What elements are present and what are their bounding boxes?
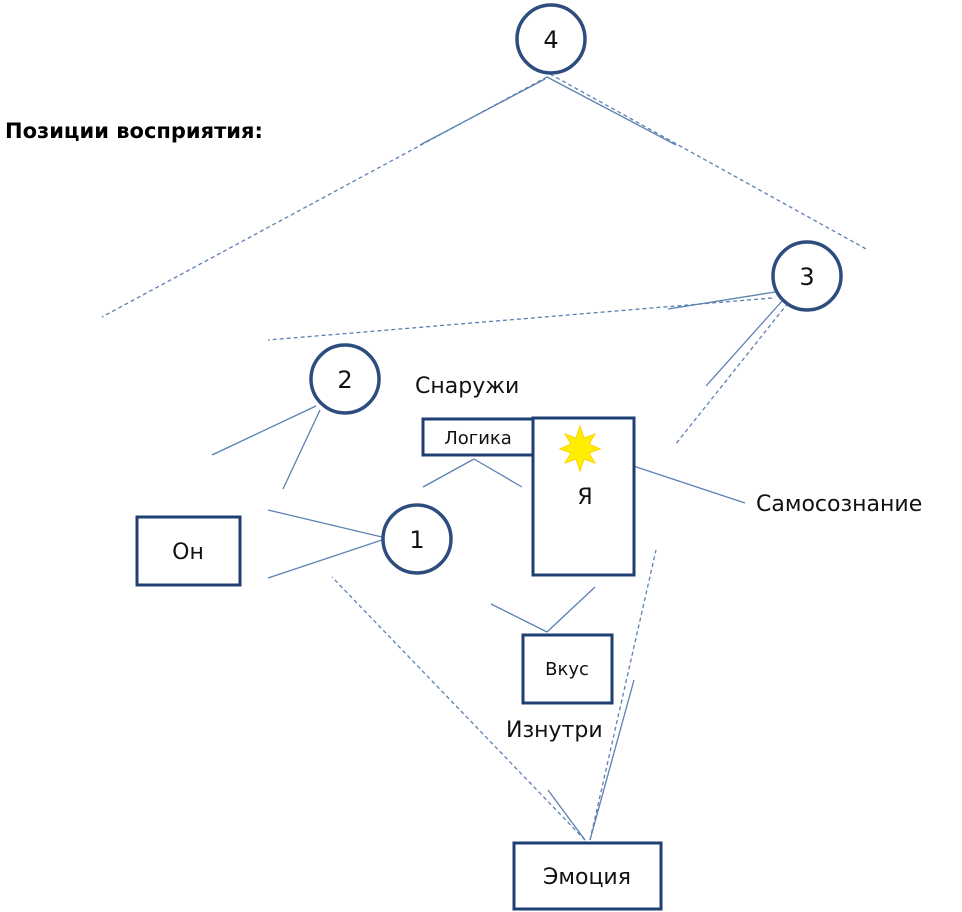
label-outside: Снаружи	[415, 374, 519, 399]
position-2: 2	[309, 343, 381, 415]
position-1-label: 1	[409, 526, 424, 554]
line-2-down	[282, 409, 321, 490]
position-1: 1	[381, 503, 453, 575]
position-3: 3	[771, 240, 843, 312]
line-emotion-left-solid	[547, 789, 586, 841]
line-taste-right	[546, 586, 596, 633]
line-emotion-right-solid	[589, 679, 635, 841]
line-2-left	[211, 405, 317, 456]
position-3-circle	[771, 240, 843, 312]
position-1-circle	[381, 503, 453, 575]
label-self-awareness: Самосознание	[756, 492, 922, 517]
line-taste-left	[490, 603, 548, 633]
line-1-lower	[267, 539, 383, 579]
position-4-circle	[515, 3, 587, 75]
position-2-label: 2	[337, 366, 352, 394]
position-2-circle	[309, 343, 381, 415]
box-self-label: Я	[577, 485, 592, 510]
box-logic-rect	[421, 417, 535, 457]
diagram-title: Позиции восприятия:	[5, 119, 263, 143]
self-awareness-star-icon	[558, 424, 602, 473]
line-4-right-solid	[546, 76, 677, 146]
box-taste-label: Вкус	[545, 659, 589, 680]
box-on-label: Он	[172, 540, 204, 565]
position-4: 4	[515, 3, 587, 75]
box-on-rect	[135, 515, 242, 587]
line-4-left-solid	[419, 78, 546, 146]
line-logic-right	[473, 458, 523, 488]
box-emotion-rect	[512, 841, 663, 911]
line-logic-left	[422, 458, 475, 488]
line-3-down-solid	[705, 299, 784, 387]
line-3-left-solid	[667, 291, 776, 310]
line-3-left-dashed	[267, 297, 773, 341]
label-inside: Изнутри	[506, 718, 603, 743]
box-logic-label: Логика	[444, 428, 512, 449]
line-emotion-left-dashed	[331, 576, 586, 841]
position-4-label: 4	[543, 26, 558, 54]
box-emotion: Эмоция	[512, 841, 663, 911]
box-emotion-label: Эмоция	[543, 865, 631, 890]
box-taste: Вкус	[521, 633, 614, 705]
box-taste-rect	[521, 633, 614, 705]
line-4-right-dashed	[549, 73, 869, 251]
position-3-label: 3	[799, 263, 814, 291]
box-logic: Логика	[421, 417, 535, 457]
line-1-upper	[267, 509, 383, 538]
line-3-down-dashed	[674, 302, 789, 446]
line-emotion-right-dashed	[589, 549, 657, 841]
box-on: Он	[135, 515, 242, 587]
connector-lines	[101, 73, 869, 841]
